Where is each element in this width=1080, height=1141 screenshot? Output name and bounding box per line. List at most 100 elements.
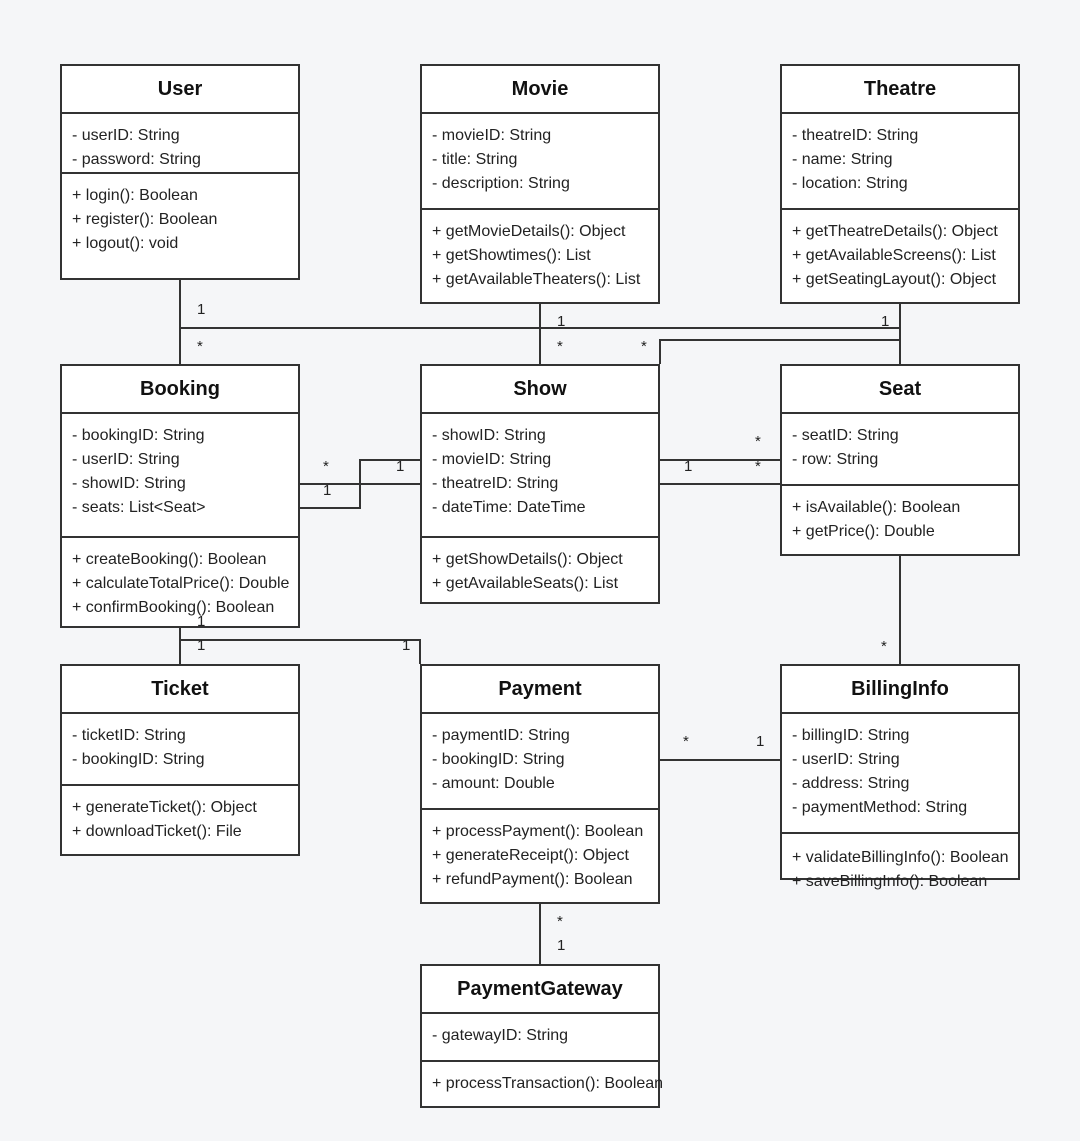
- class-movie: Movie - movieID: String - title: String …: [420, 64, 660, 304]
- attributes-section: - movieID: String - title: String - desc…: [422, 114, 658, 210]
- multiplicity-label: 1: [323, 482, 332, 499]
- attribute: - title: String: [432, 151, 518, 168]
- attribute: - userID: String: [792, 751, 900, 768]
- attributes-section: - billingID: String - userID: String - a…: [782, 714, 1018, 834]
- methods-section: + generateTicket(): Object + downloadTic…: [62, 786, 298, 844]
- attribute: - password: String: [72, 151, 201, 168]
- class-name: Payment: [422, 666, 658, 714]
- class-name: User: [62, 66, 298, 114]
- class-name: Booking: [62, 366, 298, 414]
- method: + getAvailableSeats(): List: [432, 575, 619, 592]
- assoc-theatre-show: [659, 339, 900, 364]
- attributes-section: - gatewayID: String: [422, 1014, 658, 1062]
- class-paymentgateway: PaymentGateway - gatewayID: String + pro…: [420, 964, 664, 1108]
- class-seat: Seat - seatID: String - row: String + is…: [780, 364, 1020, 556]
- attribute: - address: String: [792, 775, 910, 792]
- attribute: - movieID: String: [432, 451, 552, 468]
- multiplicity-label: 1: [197, 613, 206, 630]
- method: + calculateTotalPrice(): Double: [72, 575, 290, 592]
- multiplicity-label: 1: [557, 937, 566, 954]
- class-name: Seat: [782, 366, 1018, 414]
- attribute: - amount: Double: [432, 775, 555, 792]
- method: + getMovieDetails(): Object: [432, 223, 626, 240]
- attribute: - billingID: String: [792, 727, 910, 744]
- multiplicity-label: *: [755, 433, 761, 450]
- method: + getTheatreDetails(): Object: [792, 223, 998, 240]
- multiplicity-label: *: [881, 638, 887, 655]
- multiplicity-label: 1: [396, 458, 405, 475]
- attributes-section: - showID: String - movieID: String - the…: [422, 414, 658, 538]
- multiplicity-label: 1: [402, 637, 411, 654]
- multiplicity-label: 1: [881, 313, 890, 330]
- class-show: Show - showID: String - movieID: String …: [420, 364, 660, 604]
- attribute: - bookingID: String: [72, 427, 205, 444]
- method: + getAvailableTheaters(): List: [432, 271, 641, 288]
- method: + login(): Boolean: [72, 187, 198, 204]
- attribute: - showID: String: [432, 427, 546, 444]
- methods-section: + validateBillingInfo(): Boolean + saveB…: [782, 834, 1018, 894]
- multiplicity-label: *: [755, 458, 761, 475]
- multiplicity-label: 1: [557, 313, 566, 330]
- attributes-section: - bookingID: String - userID: String - s…: [62, 414, 298, 538]
- class-payment: Payment - paymentID: String - bookingID:…: [420, 664, 660, 904]
- method: + generateTicket(): Object: [72, 799, 257, 816]
- methods-section: + getTheatreDetails(): Object + getAvail…: [782, 210, 1018, 292]
- attribute: - dateTime: DateTime: [432, 499, 586, 516]
- class-name: BillingInfo: [782, 666, 1018, 714]
- method: + getPrice(): Double: [792, 523, 935, 540]
- class-name: Show: [422, 366, 658, 414]
- class-user: User - userID: String - password: String…: [60, 64, 300, 280]
- multiplicity-label: *: [641, 338, 647, 355]
- attribute: - description: String: [432, 175, 570, 192]
- attribute: - paymentID: String: [432, 727, 570, 744]
- attribute: - seatID: String: [792, 427, 899, 444]
- methods-section: + isAvailable(): Boolean + getPrice(): D…: [782, 486, 1018, 544]
- multiplicity-label: *: [557, 913, 563, 930]
- class-booking: Booking - bookingID: String - userID: St…: [60, 364, 300, 628]
- methods-section: + getShowDetails(): Object + getAvailabl…: [422, 538, 658, 596]
- attribute: - showID: String: [72, 475, 186, 492]
- attribute: - paymentMethod: String: [792, 799, 968, 816]
- method: + saveBillingInfo(): Boolean: [792, 873, 988, 890]
- attribute: - name: String: [792, 151, 893, 168]
- attributes-section: - theatreID: String - name: String - loc…: [782, 114, 1018, 210]
- attribute: - bookingID: String: [72, 751, 205, 768]
- attributes-section: - paymentID: String - bookingID: String …: [422, 714, 658, 810]
- method: + getShowDetails(): Object: [432, 551, 623, 568]
- attributes-section: - ticketID: String - bookingID: String: [62, 714, 298, 786]
- methods-section: + getMovieDetails(): Object + getShowtim…: [422, 210, 658, 292]
- method: + processPayment(): Boolean: [432, 823, 644, 840]
- method: + generateReceipt(): Object: [432, 847, 629, 864]
- attribute: - userID: String: [72, 127, 180, 144]
- method: + processTransaction(): Boolean: [432, 1075, 664, 1092]
- multiplicity-label: 1: [684, 458, 693, 475]
- attributes-section: - userID: String - password: String: [62, 114, 298, 174]
- method: + getSeatingLayout(): Object: [792, 271, 997, 288]
- method: + register(): Boolean: [72, 211, 218, 228]
- multiplicity-label: *: [323, 458, 329, 475]
- class-theatre: Theatre - theatreID: String - name: Stri…: [780, 64, 1020, 304]
- attribute: - theatreID: String: [792, 127, 919, 144]
- multiplicity-label: 1: [756, 733, 765, 750]
- attribute: - userID: String: [72, 451, 180, 468]
- attribute: - movieID: String: [432, 127, 552, 144]
- methods-section: + login(): Boolean + register(): Boolean…: [62, 174, 298, 256]
- attribute: - gatewayID: String: [432, 1027, 569, 1044]
- methods-section: + processTransaction(): Boolean: [422, 1062, 664, 1096]
- method: + isAvailable(): Boolean: [792, 499, 961, 516]
- multiplicity-label: *: [557, 338, 563, 355]
- multiplicity-label: *: [197, 338, 203, 355]
- attribute: - location: String: [792, 175, 908, 192]
- class-billinginfo: BillingInfo - billingID: String - userID…: [780, 664, 1020, 890]
- class-name: Movie: [422, 66, 658, 114]
- multiplicity-label: 1: [197, 637, 206, 654]
- method: + downloadTicket(): File: [72, 823, 242, 840]
- assoc-booking-payment: [180, 639, 421, 664]
- method: + confirmBooking(): Boolean: [72, 599, 275, 616]
- multiplicity-label: *: [683, 733, 689, 750]
- attribute: - theatreID: String: [432, 475, 559, 492]
- method: + validateBillingInfo(): Boolean: [792, 849, 1009, 866]
- class-name: Theatre: [782, 66, 1018, 114]
- attributes-section: - seatID: String - row: String: [782, 414, 1018, 486]
